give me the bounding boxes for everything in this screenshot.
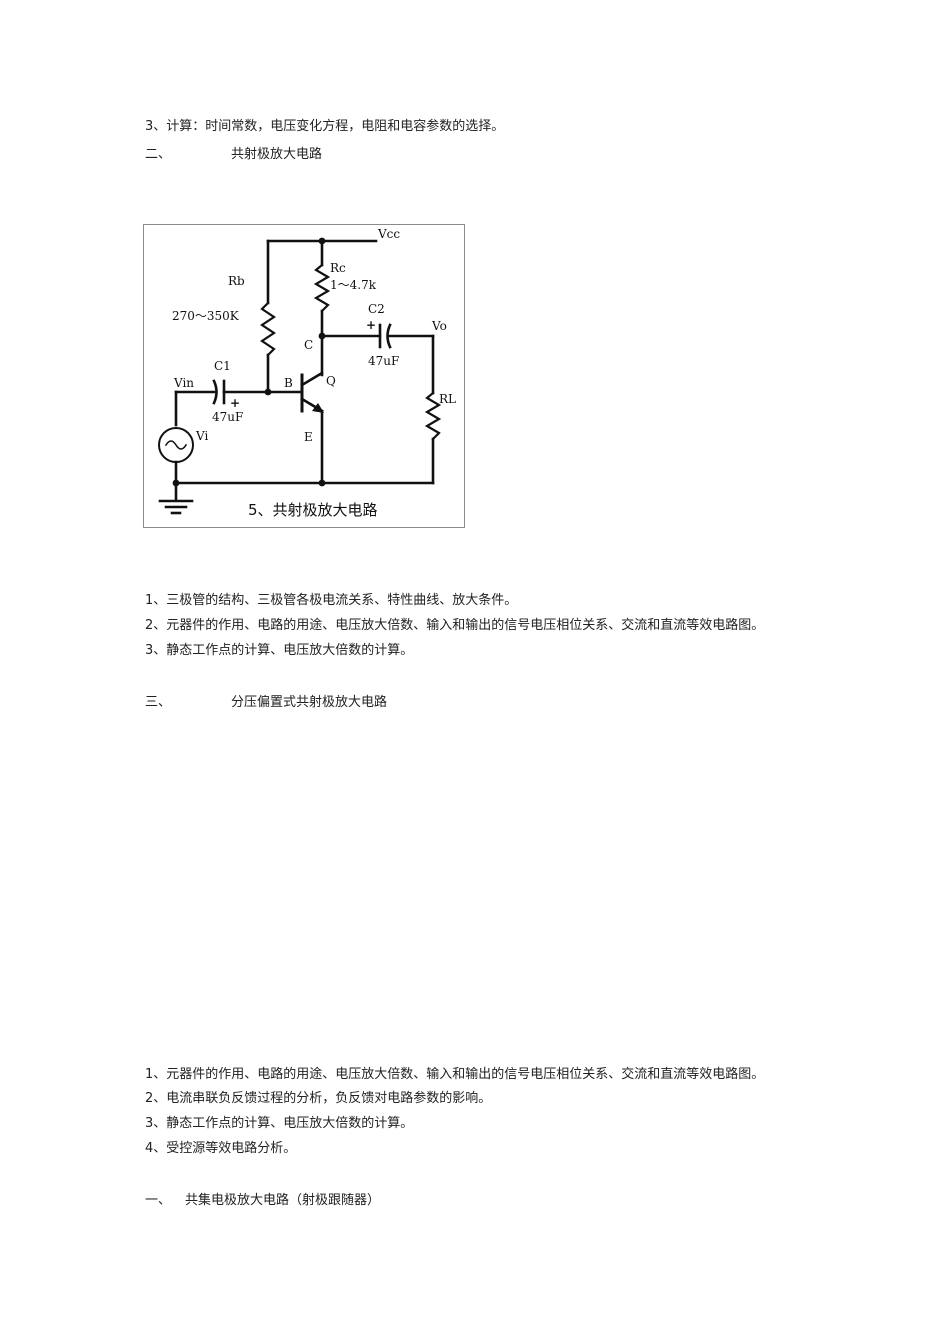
section-number: 二、 (145, 147, 172, 162)
list-item: 2、电流串联负反馈过程的分析，负反馈对电路参数的影响。 (145, 1091, 492, 1106)
label-c2-value: 47uF (368, 354, 399, 368)
label-vcc: Vcc (377, 227, 400, 241)
label-c2: C2 (368, 302, 385, 316)
junction-dot (264, 388, 272, 396)
figure-caption: 5、共射极放大电路 (248, 501, 378, 519)
label-emitter: E (304, 430, 313, 444)
label-rb-value: 270～350K (172, 309, 240, 323)
list-item: 1、三极管的结构、三极管各极电流关系、特性曲线、放大条件。 (145, 593, 518, 608)
label-rc-value: 1～4.7k (330, 278, 377, 292)
label-rc: Rc (330, 261, 346, 275)
section-heading-3: 三、 分压偏置式共射极放大电路 (145, 694, 387, 712)
list-item: 2、元器件的作用、电路的用途、电压放大倍数、输入和输出的信号电压相位关系、交流和… (145, 618, 765, 633)
list-item: 4、受控源等效电路分析。 (145, 1141, 297, 1156)
label-rb: Rb (228, 274, 245, 288)
section-number: 一、 (145, 1193, 172, 1208)
label-c2-plus: + (366, 318, 376, 332)
junction-dot (318, 479, 326, 487)
common-emitter-circuit-diagram: Vcc Rc 1～4.7k Rb 270～350K C2 + 47uF Vo C… (158, 227, 456, 519)
section-heading-2: 二、 共射极放大电路 (145, 146, 322, 164)
junction-dot (318, 332, 326, 340)
label-c1-plus: + (230, 396, 240, 410)
label-vo: Vo (431, 319, 447, 333)
ac-source-wave (164, 440, 188, 450)
circuit-figure: Vcc Rc 1～4.7k Rb 270～350K C2 + 47uF Vo C… (143, 224, 465, 528)
list-item: 3、静态工作点的计算、电压放大倍数的计算。 (145, 1116, 414, 1131)
c1-plate-left (212, 379, 218, 405)
transistor-collector-leg (300, 371, 324, 387)
section-heading-4: 一、共集电极放大电路（射极跟随器） (145, 1192, 380, 1210)
section-title: 分压偏置式共射极放大电路 (231, 695, 388, 710)
label-rl: RL (439, 392, 456, 406)
label-collector: C (304, 338, 313, 352)
list-item: 1、元器件的作用、电路的用途、电压放大倍数、输入和输出的信号电压相位关系、交流和… (145, 1067, 765, 1082)
label-c1-value: 47uF (212, 410, 243, 424)
label-c1: C1 (214, 359, 231, 373)
section-title: 共集电极放大电路（射极跟随器） (185, 1193, 381, 1208)
section-title: 共射极放大电路 (231, 147, 323, 162)
emitter-arrow-icon (312, 403, 324, 413)
paragraph-item-3: 3、计算：时间常数，电压变化方程，电阻和电容参数的选择。 (145, 119, 505, 134)
label-base: B (284, 376, 293, 390)
rc-resistor (313, 263, 331, 313)
section-number: 三、 (145, 695, 172, 710)
junction-dot (318, 237, 326, 245)
junction-dot (172, 479, 180, 487)
rl-resistor (424, 391, 442, 441)
rb-resistor (260, 301, 276, 357)
label-vi: Vi (195, 429, 208, 443)
label-vin: Vin (173, 376, 194, 390)
label-transistor: Q (326, 374, 336, 388)
list-item: 3、静态工作点的计算、电压放大倍数的计算。 (145, 643, 414, 658)
